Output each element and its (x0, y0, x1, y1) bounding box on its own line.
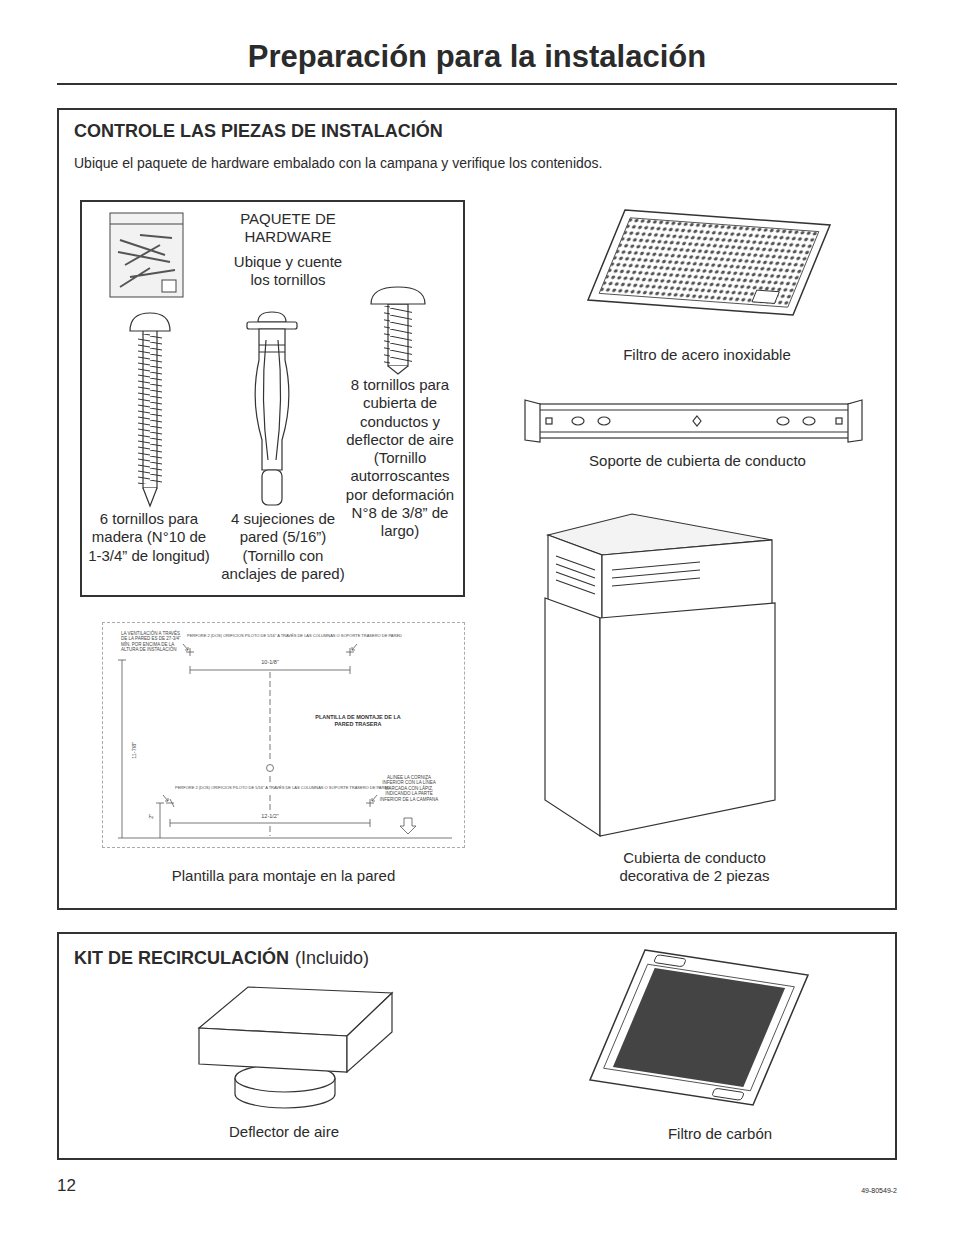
template-note: LA VENTILACIÓN A TRAVÉS DE LA PARED ES D… (121, 631, 183, 653)
part-name: Filtro de acero inoxidable (587, 346, 827, 364)
template-note: PERFORE 2 (DOS) ORIFICIOS PILOTO DE 5/16… (175, 786, 410, 791)
title-rule (57, 83, 897, 85)
part-name: Soporte de cubierta de conducto (540, 452, 855, 470)
air-deflector (199, 987, 392, 1108)
stainless-filter (588, 210, 830, 315)
part-name: 6 tornillos para madera (N°10 de 1-3/4” … (86, 510, 212, 565)
part-name: 4 sujeciones de pared (5/16”) (Tornillo … (218, 510, 348, 583)
page-title: Preparación para la instalación (0, 40, 954, 74)
duct-screw (371, 287, 425, 374)
template-lines (118, 644, 452, 838)
instruction-text: Ubique el paquete de hardware embalado c… (74, 155, 602, 172)
part-name: Deflector de aire (184, 1123, 384, 1141)
template-title: PLANTILLA DE MONTAJE DE LA PARED TRASERA (308, 714, 408, 727)
package-note: Ubique y cuente los tornillos (223, 253, 353, 290)
wall-anchor (247, 312, 297, 505)
wood-screw (130, 313, 170, 506)
duct-bracket (525, 400, 862, 442)
section-heading-note: (Incluido) (295, 948, 369, 970)
dimension: 11-7/8” (131, 734, 138, 766)
section-heading: KIT DE RECIRCULACIÓN (74, 948, 289, 970)
dimension: 10-1/8” (250, 659, 290, 666)
duct-cover (545, 514, 775, 836)
template-caption: Plantilla para montaje en la pared (102, 867, 465, 885)
hardware-box: PAQUETE DE HARDWARE Ubique y cuente los t… (80, 200, 465, 597)
part-name: Cubierta de conducto decorativa de 2 pie… (607, 849, 782, 886)
dimension: 12-1/2” (250, 813, 290, 820)
package-heading: PAQUETE DE HARDWARE (223, 210, 353, 247)
carbon-filter (590, 950, 808, 1105)
part-name: 8 tornillos para cubierta de conductos y… (338, 376, 462, 541)
document-code: 49-80549-2 (780, 1187, 897, 1196)
hardware-bag (110, 213, 183, 297)
parts-panel: PAQUETE DE HARDWARE Ubique y cuente los t… (57, 108, 897, 910)
page-number: 12 (57, 1176, 97, 1197)
template-note: PERFORE 2 (DOS) ORIFICIOS PILOTO DE 5/16… (187, 634, 427, 639)
dimension: 2” (148, 808, 155, 824)
template-note: ALINEE LA CORNIZA INFERIOR CON LA LÍNEA … (378, 775, 440, 802)
mounting-template: Plantilla para montaje en la paredLA VEN… (102, 622, 465, 848)
section-heading: CONTROLE LAS PIEZAS DE INSTALACIÓN (74, 121, 443, 143)
part-name: Filtro de carbón (620, 1125, 820, 1143)
